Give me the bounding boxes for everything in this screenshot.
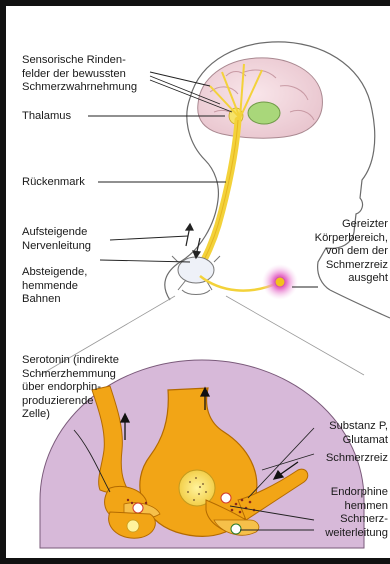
label-substance-p: Substanz P, Glutamat (329, 420, 388, 447)
label-ascending-pathway: Aufsteigende Nervenleitung (22, 226, 91, 253)
label-endorphins: Endorphine hemmen Schmerz- weiterleitung (325, 486, 388, 540)
thalamus (248, 102, 280, 124)
label-descending-pathway: Absteigende, hemmende Bahnen (22, 266, 87, 307)
pain-site (275, 277, 285, 287)
label-irritated-area: Gereizter Körperbereich, von dem der Sch… (315, 218, 388, 286)
label-sensory-cortex: Sensorische Rinden- felder der bewussten… (22, 54, 137, 95)
label-spinal-cord: Rückenmark (22, 176, 85, 190)
label-thalamus: Thalamus (22, 110, 71, 124)
label-pain-stimulus: Schmerzreiz (326, 452, 388, 466)
label-serotonin: Serotonin (indirekte Schmerzhemmung über… (22, 354, 119, 422)
direction-arrows (186, 224, 200, 258)
